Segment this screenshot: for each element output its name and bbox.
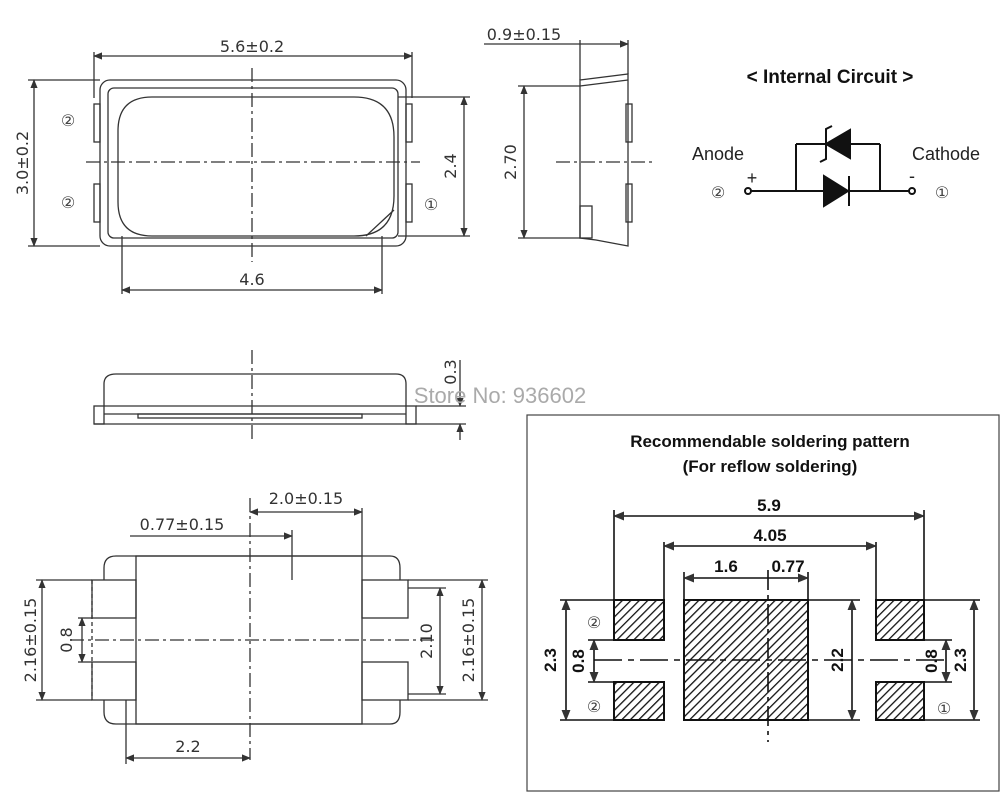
solder-dim-gap-right: 0.8 [922,649,941,673]
anode-label: Anode [692,144,744,164]
bottom-pad-right-bottom [361,661,409,701]
solder-pad-right-bottom [875,681,925,721]
dim-bottom-height-left: 2.16±0.15 [21,598,40,683]
pad-left-top [93,103,101,143]
pad-left-bottom [93,183,101,223]
dim-depth: 0.9±0.15 [487,25,561,44]
solder-pin-top-left: ② [587,613,601,632]
bottom-pad-left-top [91,579,137,619]
dim-bottom-width: 2.2 [175,737,200,756]
solder-dim-height-left: 2.3 [541,648,560,672]
dim-bottom-pad-small: 0.77±0.15 [140,515,225,534]
solder-dim-gap-left: 0.8 [569,649,588,673]
zener-diode-icon [824,128,851,160]
circuit-schematic [744,125,916,208]
solder-dimension-lines [560,510,980,742]
anode-pin: ② [711,183,725,202]
solder-dim-center-offset: 0.77 [771,557,804,576]
solder-dim-height-right: 2.3 [951,648,970,672]
circuit-title: < Internal Circuit > [747,67,914,88]
bottom-thermal-area [135,555,363,725]
package-body-outline [99,79,407,247]
solder-dim-total-width: 5.9 [757,496,781,515]
dim-side-height: 2.70 [501,144,520,180]
dim-bottom-pad-width: 2.0±0.15 [269,489,343,508]
solder-title: Recommendable soldering pattern [630,432,910,451]
front-body-outline [103,373,407,406]
package-body-inner [107,87,399,239]
dim-lens-width: 4.6 [239,270,264,289]
anode-plus: + [747,168,758,188]
solder-dim-center-height: 2.2 [828,648,847,672]
front-view [93,350,466,440]
bottom-pad-left-bottom [91,661,137,701]
store-watermark: Store No: 936602 [414,383,586,408]
cathode-mark [365,209,395,237]
solder-pad-left-top [613,599,665,641]
bottom-pad-right-top [361,579,409,619]
dim-bottom-height-right: 2.16±0.15 [459,598,478,683]
dim-inner-height: 2.4 [441,153,460,178]
cathode-minus: - [909,166,915,186]
dim-bottom-inner-height: 2.10 [417,623,436,659]
pad-right-bottom [405,183,413,223]
dim-height: 3.0±0.2 [13,131,32,195]
solder-pad-right-top [875,599,925,641]
side-view [484,40,656,247]
dim-bottom-gap: 0.8 [57,627,76,652]
led-diode-icon [823,174,850,208]
pin-label-left-top: ② [61,111,75,130]
dim-width: 5.6±0.2 [220,37,284,56]
dim-pad-height: 0.3 [441,359,460,384]
solder-pin-right: ① [937,699,951,718]
lens-window [117,96,395,237]
cathode-pin: ① [935,183,949,202]
pin-label-right: ① [424,195,438,214]
solder-pin-bottom-left: ② [587,697,601,716]
pad-right-top [405,103,413,143]
side-body-outline [579,73,629,247]
bottom-view [36,498,488,764]
solder-subtitle: (For reflow soldering) [683,457,858,476]
top-view [28,52,470,294]
pin-label-left-bottom: ② [61,193,75,212]
cathode-label: Cathode [912,144,980,164]
solder-pad-left-bottom [613,681,665,721]
solder-pattern-panel [526,414,1000,792]
solder-dim-inner-width: 4.05 [753,526,786,545]
solder-dim-center-width: 1.6 [714,557,738,576]
